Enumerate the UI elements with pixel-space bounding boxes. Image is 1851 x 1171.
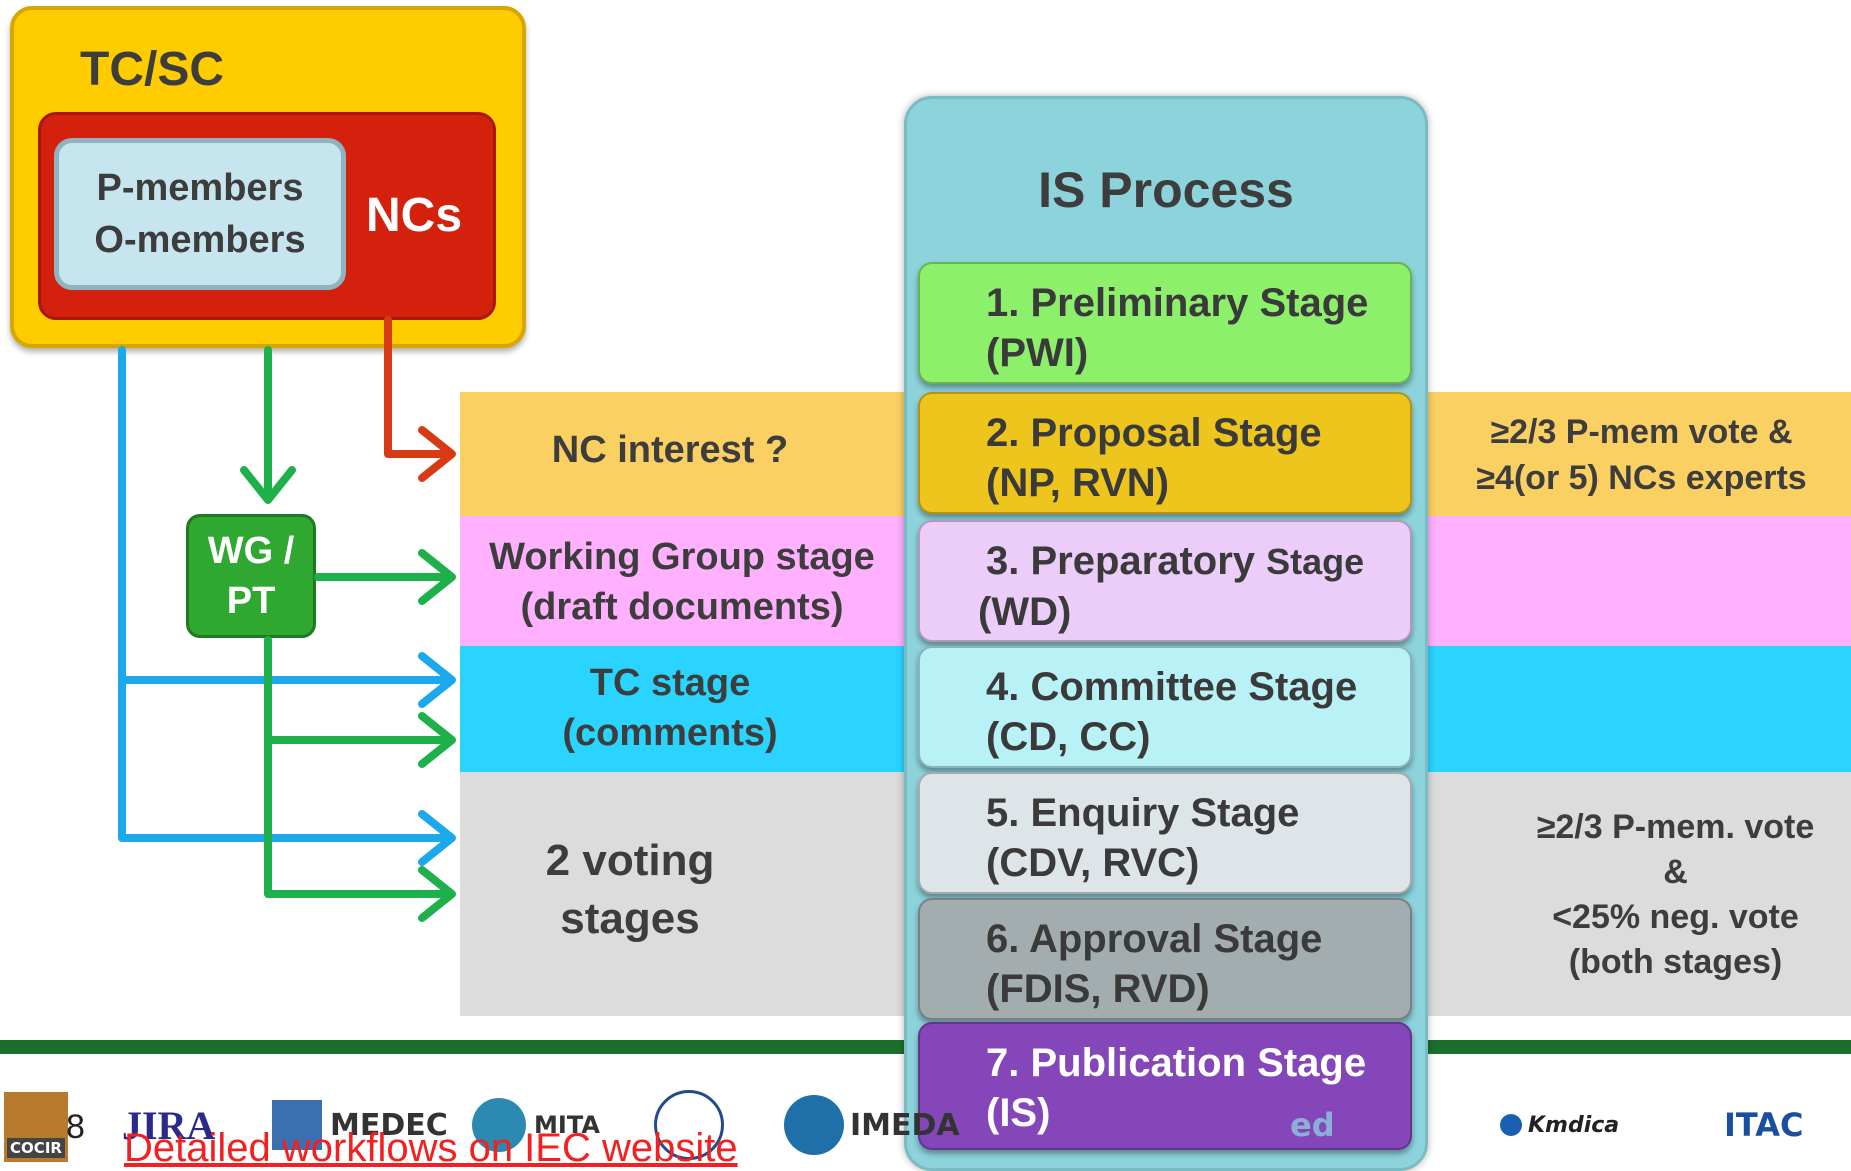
itac-logo: ITAC — [1724, 1106, 1804, 1144]
cocir-logo: COCIR — [4, 1092, 68, 1162]
iec-website-link[interactable]: Detailed workflows on IEC website — [124, 1126, 738, 1170]
wg-pt-box: WG /PT — [186, 514, 316, 638]
mita-logo: MITA — [472, 1090, 600, 1160]
stage-6-approval: 6. Approval Stage(FDIS, RVD) — [918, 898, 1412, 1020]
p-members-label: P-members — [96, 167, 304, 209]
stage-2-proposal: 2. Proposal Stage(NP, RVN) — [918, 392, 1412, 514]
o-members-label: O-members — [94, 219, 306, 261]
stage-7-publication: 7. Publication Stage(IS) — [918, 1022, 1412, 1150]
round-seal-logo — [654, 1090, 724, 1160]
ncs-label: NCs — [366, 189, 463, 242]
blue-arrow-voting — [118, 676, 454, 842]
is-process-title: IS Process — [1038, 162, 1294, 218]
blue-arrow-tc — [118, 346, 454, 684]
tc-stage-label: TC stage(comments) — [562, 662, 778, 754]
stage-5-enquiry: 5. Enquiry Stage(CDV, RVC) — [918, 772, 1412, 894]
page-number: 8 — [66, 1108, 85, 1146]
nc-interest-label: NC interest ? — [551, 428, 789, 471]
proposal-vote-note: ≥2/3 P-mem vote &≥4(or 5) NCs experts — [1476, 413, 1807, 497]
stage-1-preliminary: 1. Preliminary Stage(PWI) — [918, 262, 1412, 384]
voting-note: ≥2/3 P-mem. vote&<25% neg. vote(both sta… — [1536, 808, 1815, 981]
stage-3-preparatory: 3. Preparatory Stage (WD) — [918, 520, 1412, 642]
green-arrow-voting — [264, 736, 454, 898]
medec-logo: MEDEC — [272, 1090, 448, 1160]
stage-4-committee: 4. Committee Stage(CD, CC) — [918, 646, 1412, 768]
kmdica-logo: Kmdica — [1500, 1090, 1619, 1160]
tcsc-title: TC/SC — [80, 43, 224, 96]
working-group-label: Working Group stage(draft documents) — [489, 536, 875, 628]
members-box: P-members O-members — [54, 138, 346, 290]
jira-logo: JIRA — [122, 1102, 216, 1148]
red-arrow-nc-interest — [384, 316, 454, 458]
imeda-logo: IMEDA — [784, 1090, 960, 1160]
faded-logo: ed — [1290, 1106, 1335, 1144]
